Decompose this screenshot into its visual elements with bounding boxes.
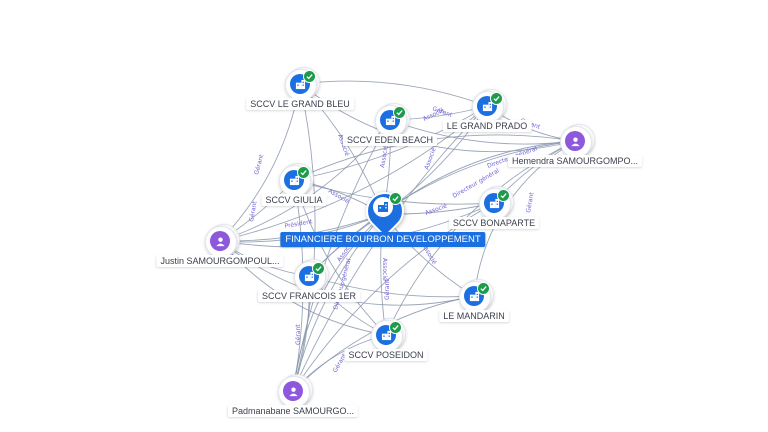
node-label: Padmanabane SAMOURGO...	[227, 405, 359, 417]
node-label: Justin SAMOURGOMPOUL...	[156, 255, 284, 267]
node-label: SCCV GIULIA	[261, 194, 327, 206]
edge-label-gerant-4: Gérant	[384, 279, 391, 300]
check-icon	[389, 321, 402, 334]
person-icon	[210, 231, 230, 251]
graph-edge	[293, 105, 488, 181]
edge-label-associe-2: Associé	[379, 144, 390, 168]
edge-label-associe-4: Associé	[423, 147, 437, 171]
edge-label-associe-5: Associé	[424, 202, 448, 216]
edge-label-associe-7: Associé	[381, 258, 388, 281]
check-icon	[490, 92, 503, 105]
check-icon	[303, 70, 316, 83]
check-icon	[497, 189, 510, 202]
node-label: LE MANDARIN	[439, 310, 509, 322]
building-icon	[373, 197, 393, 217]
node-label: SCCV LE GRAND BLEU	[246, 98, 354, 110]
center-node-label: FINANCIERE BOURBON DEVELOPPEMENT	[280, 232, 486, 247]
edge-label-president: Président	[284, 218, 313, 230]
edge-label-directeur-3: Directeur général	[332, 258, 352, 311]
edge-label-gerant-3: Gérant	[295, 324, 302, 345]
check-icon	[477, 282, 490, 295]
node-label: LE GRAND PRADO	[442, 120, 532, 132]
check-icon	[389, 192, 402, 205]
check-icon	[297, 166, 310, 179]
node-label: Hemendra SAMOURGOMPO...	[507, 155, 643, 167]
node-label: SCCV BONAPARTE	[448, 217, 540, 229]
check-icon	[393, 106, 406, 119]
person-icon	[565, 131, 585, 151]
node-label: SCCV FRANCOIS 1ER	[257, 290, 361, 302]
edge-label-gerant-5: Gérant	[525, 191, 536, 213]
edge-label-gerant-1: Gérant	[253, 153, 265, 175]
node-label: SCCV EDEN BEACH	[342, 134, 438, 146]
person-icon	[283, 381, 303, 401]
node-label: SCCV POSEIDON	[344, 349, 428, 361]
edge-label-associe-6: Associé	[327, 188, 350, 206]
edge-label-gerant-2: Gérant	[248, 200, 259, 222]
check-icon	[312, 262, 325, 275]
graph-edge	[299, 80, 488, 107]
